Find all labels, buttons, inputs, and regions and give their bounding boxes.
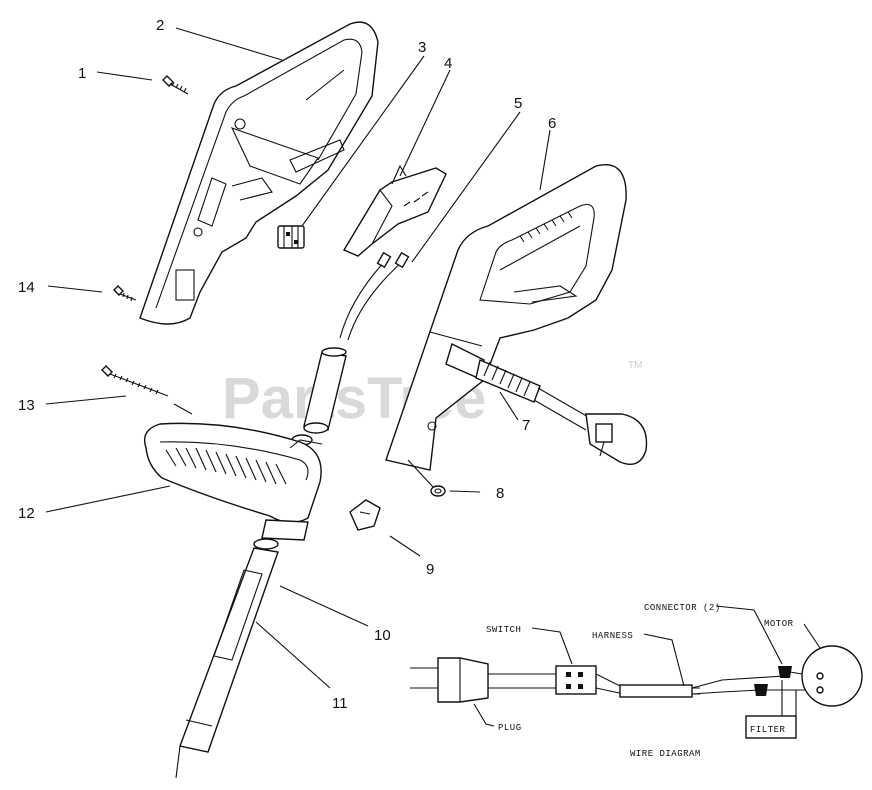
leader-lines xyxy=(45,27,551,689)
screw-part-14 xyxy=(113,285,137,302)
label-plug: PLUG xyxy=(498,723,522,733)
wire-diagram: SWITCH HARNESS CONNECTOR (2) MOTOR PLUG … xyxy=(410,603,863,759)
callout-6: 6 xyxy=(548,115,556,132)
harness-symbol xyxy=(595,673,785,698)
callout-4: 4 xyxy=(444,55,452,72)
cord-sleeve xyxy=(291,347,347,446)
callout-11: 11 xyxy=(332,695,348,712)
tube-part-10 xyxy=(175,519,309,779)
label-connector: CONNECTOR (2) xyxy=(644,603,721,613)
callout-10: 10 xyxy=(374,627,391,644)
handle-housing-left xyxy=(139,21,379,325)
label-filter: FILTER xyxy=(750,725,786,735)
callout-numbers: 1 2 3 4 5 6 7 8 9 10 11 12 13 14 xyxy=(18,17,556,712)
label-motor: MOTOR xyxy=(764,619,794,629)
callout-13: 13 xyxy=(18,397,35,414)
callout-7: 7 xyxy=(522,417,530,434)
label-part-11 xyxy=(213,569,263,661)
filter-symbol xyxy=(745,680,797,739)
callout-9: 9 xyxy=(426,561,434,578)
callout-5: 5 xyxy=(514,95,522,112)
bumper-part-12 xyxy=(143,422,323,524)
switch-part-3 xyxy=(277,225,305,249)
wire-diagram-title: WIRE DIAGRAM xyxy=(630,749,701,759)
callout-14: 14 xyxy=(18,279,35,296)
screw-part-8 xyxy=(407,459,446,497)
connector-symbols xyxy=(754,666,815,696)
callout-8: 8 xyxy=(496,485,504,502)
callout-12: 12 xyxy=(18,505,35,522)
switch-symbol xyxy=(555,665,597,695)
screw-part-1 xyxy=(162,75,189,95)
motor-symbol xyxy=(801,645,863,707)
plug-symbol xyxy=(410,657,556,703)
screw-part-13 xyxy=(101,365,169,397)
wire-leads-part-5 xyxy=(339,251,410,341)
label-harness: HARNESS xyxy=(592,631,633,641)
handle-housing-right xyxy=(385,164,627,471)
label-switch: SWITCH xyxy=(486,625,521,635)
cord-part-7 xyxy=(445,343,648,465)
bumper-texture xyxy=(165,447,287,485)
watermark-trademark: TM xyxy=(628,360,642,371)
callout-2: 2 xyxy=(156,17,164,34)
clip-part-9 xyxy=(349,499,381,531)
trigger-part-4 xyxy=(342,164,447,257)
callout-3: 3 xyxy=(418,39,426,56)
callout-1: 1 xyxy=(78,65,86,82)
